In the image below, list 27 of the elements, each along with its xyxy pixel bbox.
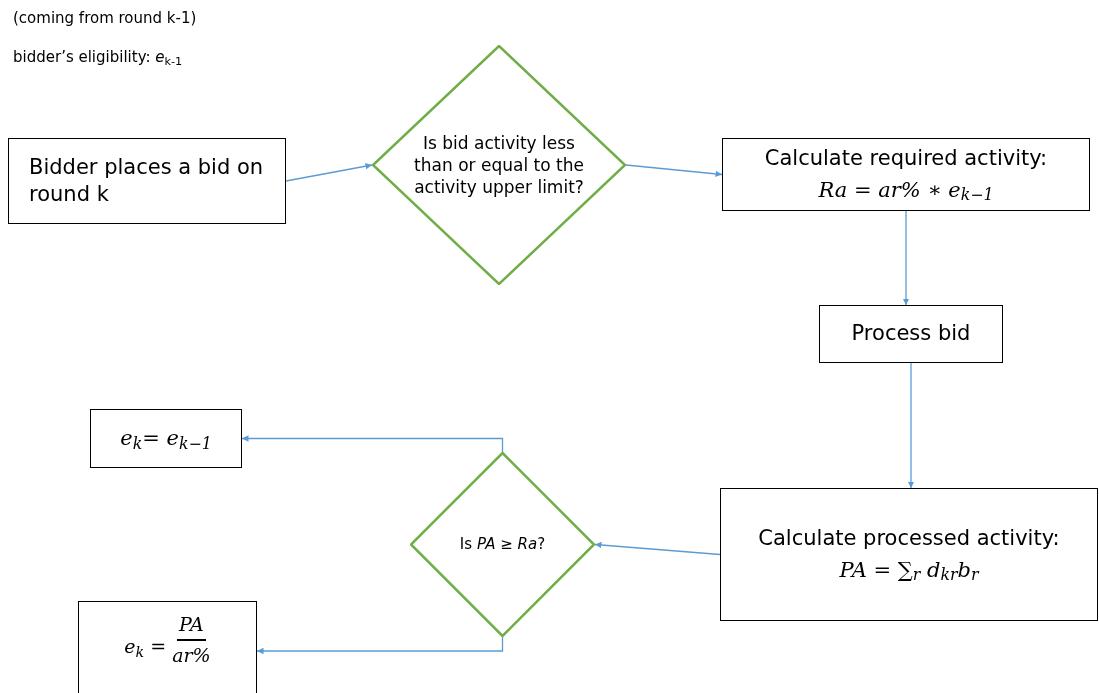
formula-text: PA = ∑$_{r}$ d$_{kr}$b$_{r}$ [839,556,979,586]
process-box [722,138,1090,211]
arrow [902,210,910,306]
formula-box [78,601,257,693]
numerator-text: PA [177,610,206,641]
process-box [819,305,1003,363]
formula-text: e$_{k}$= e$_{k−1}$ [120,424,212,455]
box-text: Process bid [851,320,971,348]
denominator-text: ar% [172,642,211,668]
decision-text: Is PA ≥ Ra? [459,534,546,555]
arrow [625,164,723,178]
box-text: Calculate processed activity: [758,525,1060,552]
decision-text: Is bid activity less than or equal to the activity upper limit? [414,131,584,199]
process-box [90,409,242,468]
arrow [907,362,915,489]
box-text: Bidder places a bid on round k [29,153,265,208]
arrow [241,435,504,453]
formula-text: Ra = ar% ∗ e$_{k−1}$ [818,176,994,206]
process-box [720,488,1098,621]
formula-text: e$_{k}$ = [124,634,167,661]
process-box [8,138,286,224]
note-text: bidder’s eligibility: e$_{k-1}$ [13,47,183,69]
arrow [256,636,504,655]
box-text: Calculate required activity: [764,145,1048,172]
note-text: (coming from round k-1) [13,8,197,29]
arrow [285,163,373,182]
arrow [594,541,721,556]
